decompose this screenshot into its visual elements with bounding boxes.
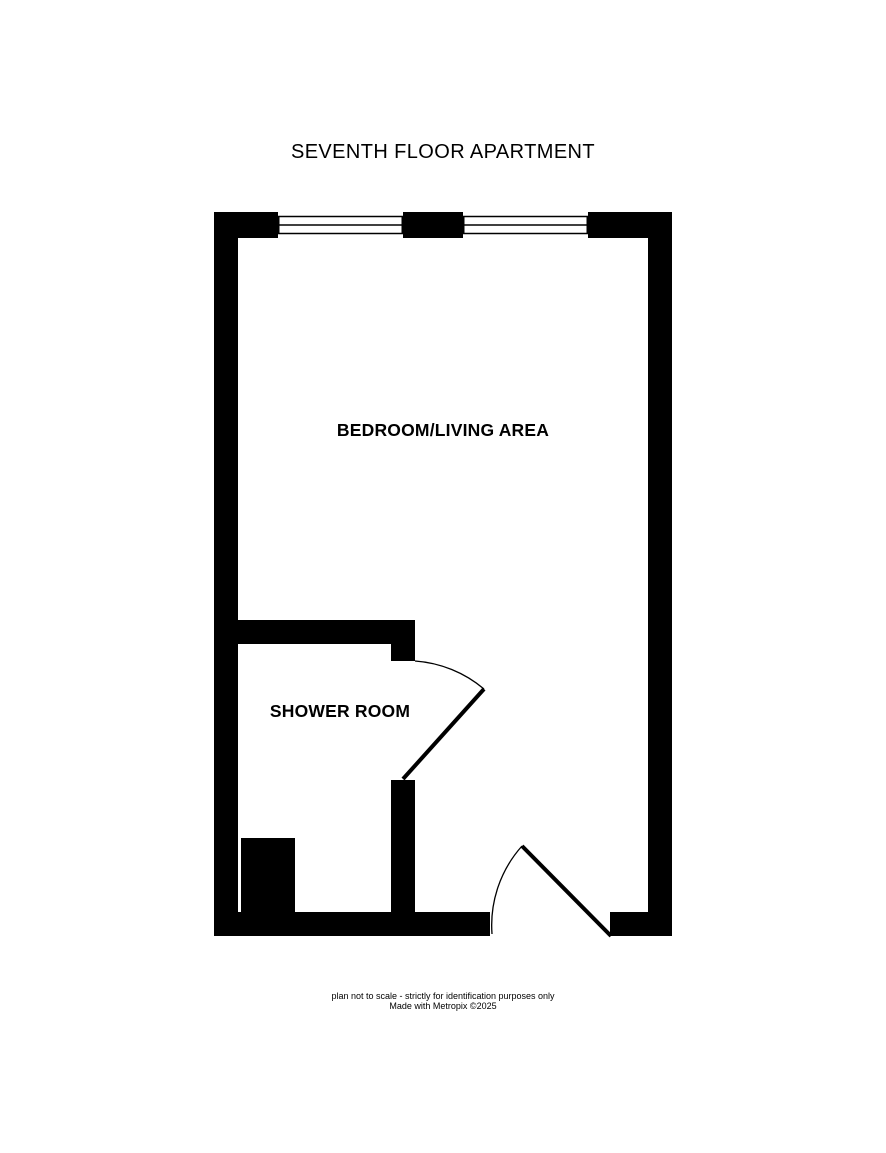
room-label-bedroom-living: BEDROOM/LIVING AREA xyxy=(337,420,549,440)
plan-footer: plan not to scale - strictly for identif… xyxy=(0,991,886,1011)
window-top-right-icon xyxy=(463,212,588,238)
footer-credit: Made with Metropix ©2025 xyxy=(389,1001,497,1011)
shower-door-leaf xyxy=(401,687,486,781)
shower-wall-lower xyxy=(391,780,415,912)
wall-right xyxy=(648,212,672,936)
storage-block xyxy=(241,838,295,912)
wall-bottom-right xyxy=(610,912,672,936)
footer-disclaimer: plan not to scale - strictly for identif… xyxy=(331,991,555,1001)
shower-door-swing-arc xyxy=(414,660,485,690)
entrance-door-swing-arc xyxy=(491,845,523,935)
entrance-door-leaf xyxy=(520,844,613,938)
plan-title: SEVENTH FLOOR APARTMENT xyxy=(290,141,596,163)
wall-left xyxy=(214,212,238,936)
shower-room-walls xyxy=(238,620,415,912)
shower-door-icon xyxy=(401,660,486,781)
wall-bottom-left xyxy=(214,912,490,936)
shower-wall-horizontal xyxy=(238,620,415,644)
outer-walls xyxy=(214,212,672,936)
room-label-shower: SHOWER ROOM xyxy=(270,701,410,721)
entrance-door-icon xyxy=(491,844,613,938)
window-top-left-icon xyxy=(278,212,403,238)
shower-wall-stub xyxy=(391,620,415,661)
